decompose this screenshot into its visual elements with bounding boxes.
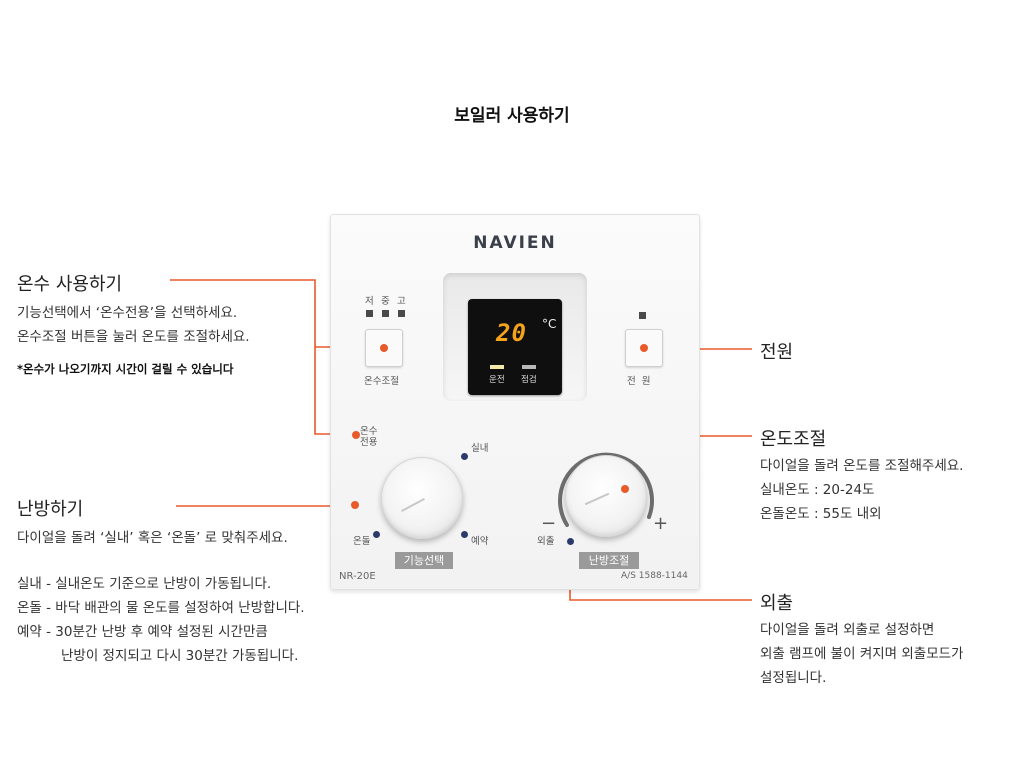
heating-mode: 온돌 - 바닥 배관의 물 온도를 설정하여 난방합니다. xyxy=(17,600,305,616)
hotwater-adjust-label: 온수조절 xyxy=(364,376,399,387)
heating-adjust-plate: 난방조절 xyxy=(579,552,639,569)
option-reserve: 예약 xyxy=(471,536,489,547)
check-label: 점검 xyxy=(521,375,537,385)
option-hotwater-only: 온수 전용 xyxy=(360,426,378,448)
power-led xyxy=(639,312,646,319)
run-label: 운전 xyxy=(489,375,505,385)
lcd-display: 20 °C 운전 점검 xyxy=(468,299,562,395)
heating-mode: 난방이 정지되고 다시 30분간 가동됩니다. xyxy=(61,648,299,664)
level-mid-led xyxy=(382,310,389,317)
heating-adjust-dial[interactable] xyxy=(565,455,647,537)
temp-line: 온돌온도 : 55도 내외 xyxy=(760,506,882,522)
away-annotation: 외출 다이얼을 돌려 외출로 설정하면 외출 램프에 불이 켜지며 외출모드가 … xyxy=(760,589,963,690)
model-number: NR-20E xyxy=(339,571,376,582)
callout-point xyxy=(621,485,629,493)
power-title: 전원 xyxy=(760,342,794,363)
plus-icon: + xyxy=(653,513,669,534)
minus-icon: − xyxy=(541,513,557,534)
away-line: 설정됩니다. xyxy=(760,670,827,686)
function-select-plate: 기능선택 xyxy=(395,552,453,569)
away-line: 외출 램프에 불이 켜지며 외출모드가 xyxy=(760,646,964,662)
heating-line: 다이얼을 돌려 ‘실내’ 혹은 ‘온돌’ 로 맞춰주세요. xyxy=(17,530,288,546)
option-ondol-dot xyxy=(373,531,380,538)
heating-title: 난방하기 xyxy=(17,499,84,520)
callout-point xyxy=(640,344,648,352)
level-low-label: 저 xyxy=(365,296,374,307)
heating-mode: 예약 - 30분간 난방 후 예약 설정된 시간만큼 xyxy=(17,624,268,640)
temperature-unit: °C xyxy=(542,317,557,331)
power-label: 전 원 xyxy=(627,376,651,387)
option-ondol: 온돌 xyxy=(353,536,371,547)
hotwater-line: 온수조절 버튼을 눌러 온도를 조절하세요. xyxy=(17,329,250,345)
temp-title: 온도조절 xyxy=(760,429,827,450)
heating-annotation: 난방하기 다이얼을 돌려 ‘실내’ 혹은 ‘온돌’ 로 맞춰주세요. 실내 - … xyxy=(17,495,305,668)
temp-line: 다이얼을 돌려 온도를 조절해주세요. xyxy=(760,458,964,474)
callout-point xyxy=(352,431,360,439)
temp-annotation: 온도조절 다이얼을 돌려 온도를 조절해주세요. 실내온도 : 20-24도 온… xyxy=(760,425,963,526)
power-button[interactable] xyxy=(625,329,663,367)
temp-line: 실내온도 : 20-24도 xyxy=(760,482,875,498)
temperature-readout: 20 xyxy=(496,319,527,347)
away-title: 외출 xyxy=(760,593,794,614)
hotwater-title: 온수 사용하기 xyxy=(17,274,123,295)
level-high-label: 고 xyxy=(397,296,406,307)
heating-mode: 실내 - 실내온도 기준으로 난방이 가동됩니다. xyxy=(17,576,272,592)
hotwater-note: *온수가 나오기까지 시간이 걸릴 수 있습니다 xyxy=(17,362,234,376)
option-reserve-dot xyxy=(461,531,468,538)
function-select-dial[interactable] xyxy=(381,457,463,539)
heating-scale-arc xyxy=(558,452,655,527)
away-label: 외출 xyxy=(537,536,555,547)
dial-indicator xyxy=(401,498,425,512)
page-title: 보일러 사용하기 xyxy=(454,106,570,126)
away-line: 다이얼을 돌려 외출로 설정하면 xyxy=(760,622,935,638)
option-indoor-dot xyxy=(461,453,468,460)
boiler-controller: NAVIEN 20 °C 운전 점검 저 중 고 온수조절 전 원 온수 전용 … xyxy=(330,214,700,590)
hotwater-annotation: 온수 사용하기 기능선택에서 ‘온수전용’을 선택하세요. 온수조절 버튼을 눌… xyxy=(17,270,250,377)
away-led xyxy=(567,538,574,545)
brand-logo: NAVIEN xyxy=(473,233,557,253)
level-mid-label: 중 xyxy=(381,296,390,307)
dial-indicator xyxy=(584,492,610,506)
hotwater-line: 기능선택에서 ‘온수전용’을 선택하세요. xyxy=(17,305,238,321)
level-low-led xyxy=(366,310,373,317)
callout-point xyxy=(380,344,388,352)
callout-point xyxy=(351,501,359,509)
option-indoor: 실내 xyxy=(471,443,489,454)
check-led xyxy=(522,365,536,369)
level-high-led xyxy=(398,310,405,317)
run-led xyxy=(490,365,504,369)
as-phone-number: A/S 1588-1144 xyxy=(621,571,688,581)
hotwater-adjust-button[interactable] xyxy=(365,329,403,367)
